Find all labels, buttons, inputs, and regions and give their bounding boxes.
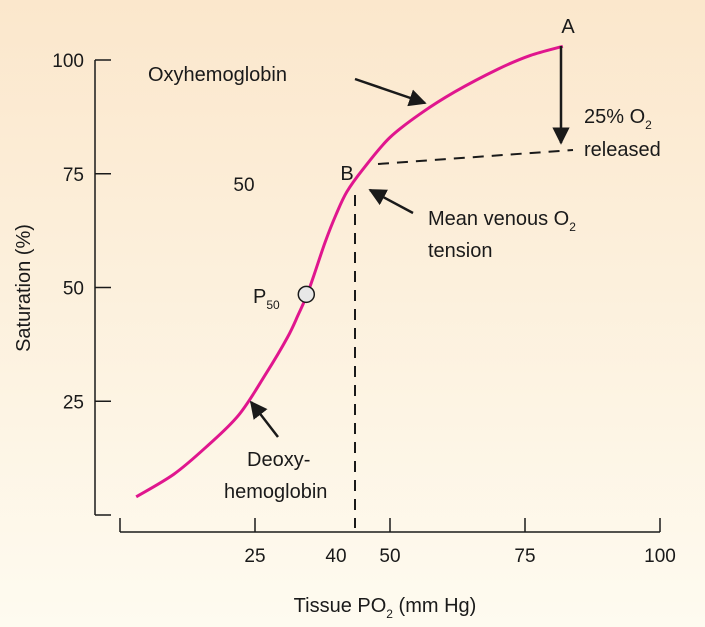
venous-label-line2: tension [428, 240, 493, 262]
x-axis-title: Tissue PO2 (mm Hg) [294, 595, 477, 621]
p50-label-subscript: 50 [266, 298, 280, 312]
p50-marker [297, 285, 316, 304]
deoxyhemoglobin-arrow [249, 400, 279, 438]
released-label-subscript: 2 [645, 118, 652, 132]
venous-label-main: Mean venous O [428, 208, 569, 230]
x-axis-title-unit: (mm Hg) [393, 595, 476, 617]
venous-label-line1: Mean venous O2 [428, 208, 576, 234]
x-axis-title-subscript: 2 [386, 607, 393, 621]
dissociation-curve [135, 44, 564, 499]
oxyhemoglobin-label: Oxyhemoglobin [148, 64, 287, 86]
stray-label: 50 [233, 175, 254, 196]
x-tick-label: 100 [644, 546, 676, 567]
y-tick-label: 25 [63, 392, 84, 413]
oxyhemoglobin-arrow [354, 77, 427, 107]
y-tick-label: 100 [52, 51, 84, 72]
x-tick-label: 75 [514, 546, 535, 567]
deoxyhemoglobin-label-line2: hemoglobin [224, 481, 327, 503]
released-label-main: 25% O [584, 106, 645, 128]
x-axis-title-main: Tissue PO [294, 595, 387, 617]
venous-label-subscript: 2 [569, 220, 576, 234]
released-dashed-line [377, 149, 574, 165]
y-axis-title: Saturation (%) [13, 224, 35, 352]
p50-label-main: P [253, 286, 266, 308]
x-tick-label: 40 [325, 546, 346, 567]
y-tick-label: 50 [63, 279, 84, 300]
point-a-label: A [561, 16, 575, 38]
y-tick-label: 75 [63, 165, 84, 186]
venous-arrow [368, 188, 414, 215]
deoxyhemoglobin-label-line1: Deoxy- [247, 449, 310, 471]
released-label-line2: released [584, 139, 661, 161]
x-tick-label: 50 [379, 546, 400, 567]
point-b-label: B [340, 163, 353, 185]
p50-label: P50 [253, 286, 280, 312]
released-label-line1: 25% O2 [584, 106, 652, 132]
x-tick-label: 25 [244, 546, 265, 567]
